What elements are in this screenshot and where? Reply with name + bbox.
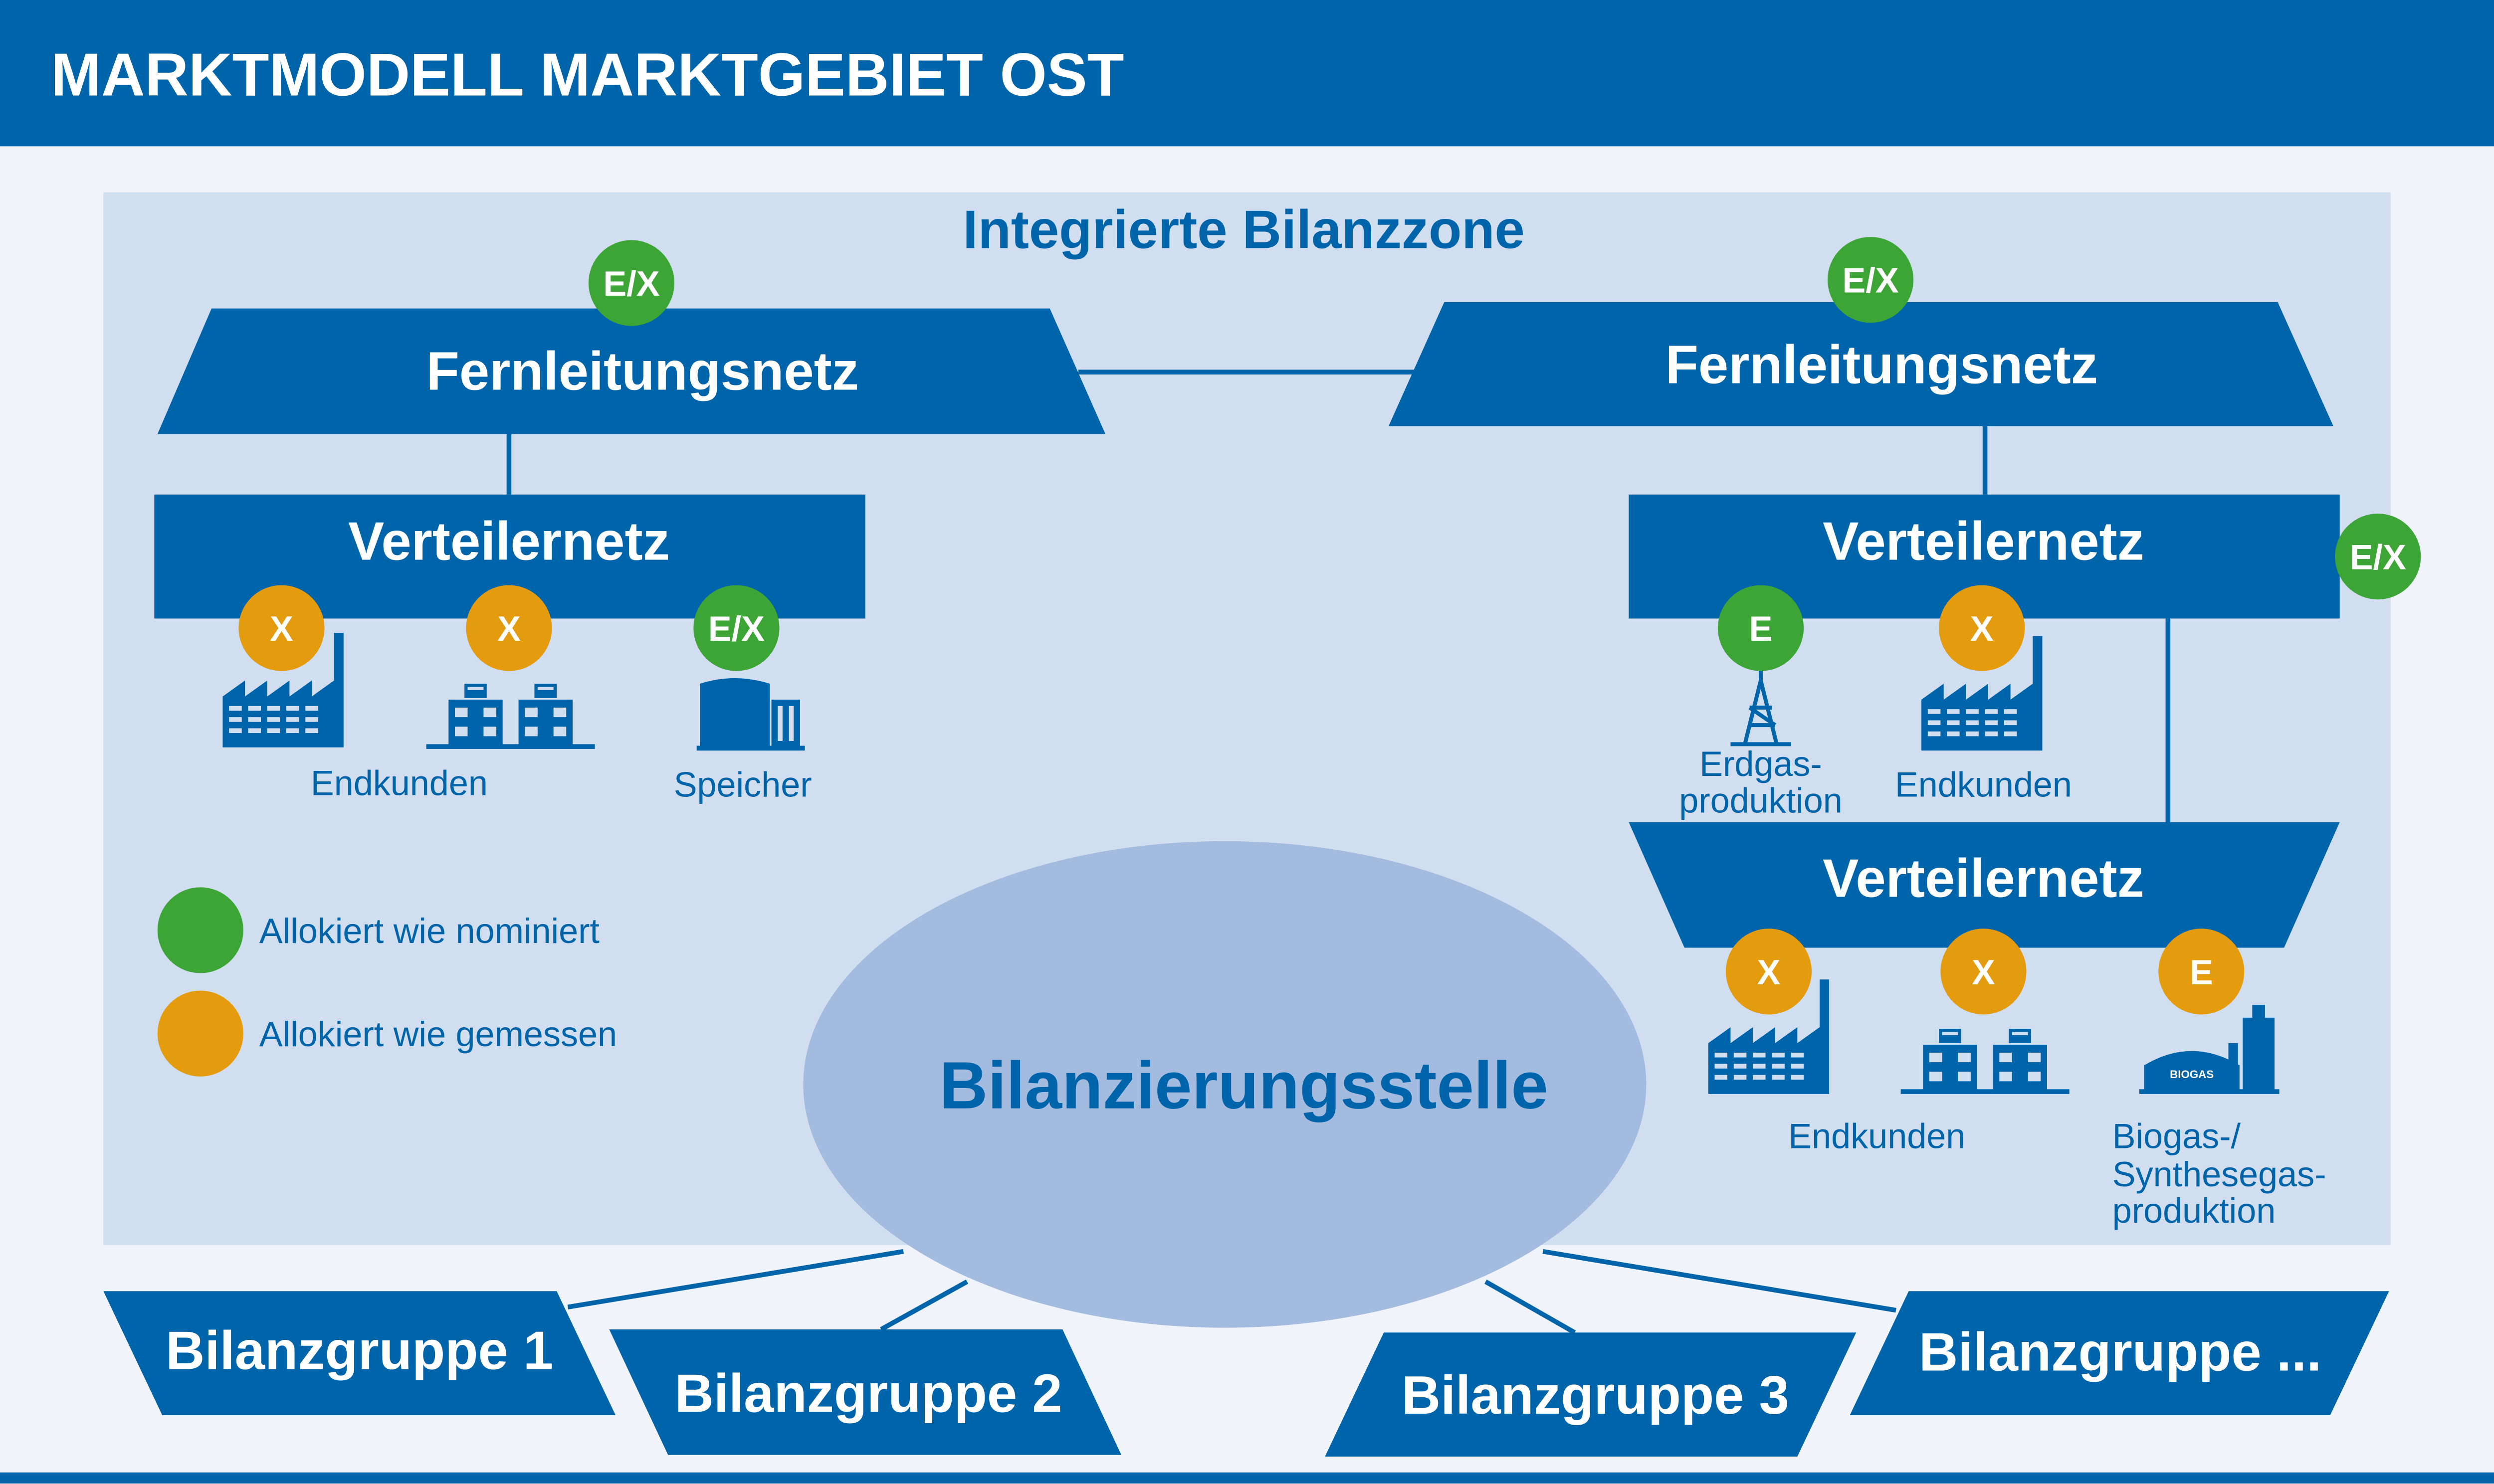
balancing-group-2 [609, 1329, 1122, 1455]
badge-orange-circle [1939, 585, 2025, 671]
gas-production-label-line2: produktion [1679, 780, 1843, 820]
badge-orange-circle [1725, 928, 1812, 1015]
transmission-network-right-label: Fernleitungsnetz [1665, 335, 2098, 395]
storage-label: Speicher [674, 765, 812, 804]
biogas-plant-icon: BIOGAS [2139, 1005, 2280, 1094]
badge-left-end-customers-1: X [270, 609, 293, 648]
badge-orange-circle [238, 585, 325, 671]
badge-left-end-customers-2: X [497, 609, 521, 648]
balancing-group-3-label: Bilanzgruppe 3 [1402, 1365, 1789, 1425]
gas-production-label-line1: Erdgas- [1699, 744, 1822, 783]
balancing-office-label: Bilanzierungsstelle [939, 1049, 1548, 1123]
badge-distribution-right-side: E/X [2350, 538, 2406, 577]
badge-transmission-right: E/X [1842, 261, 1898, 300]
biogas-tank-label: BIOGAS [2170, 1068, 2214, 1081]
balancing-group-1 [103, 1291, 616, 1416]
end-customers-lower-label: Endkunden [1788, 1116, 1965, 1155]
balancing-group-more [1850, 1291, 2389, 1416]
biogas-label-line3: produktion [2112, 1191, 2276, 1230]
distribution-network-lower [1629, 822, 2340, 948]
balancing-group-more-label: Bilanzgruppe ... [1919, 1322, 2321, 1382]
connector-lines [506, 370, 2171, 1335]
badge-orange-circle [1940, 928, 2027, 1015]
footer-bar [0, 1472, 2494, 1484]
legend-orange-swatch [157, 990, 243, 1077]
zone-title: Integrierte Bilanzzone [963, 199, 1524, 259]
end-customers-left-label: Endkunden [311, 763, 488, 802]
end-customers-right-label: Endkunden [1895, 765, 2072, 804]
legend: Allokiert wie nominiert Allokiert wie ge… [157, 887, 617, 1077]
legend-green-swatch [157, 887, 243, 973]
balancing-group-3 [1325, 1332, 1857, 1457]
badge-orange-circle [466, 585, 552, 671]
badge-lower-end-customers-1: X [1757, 952, 1781, 992]
biogas-label-line1: Biogas-/ [2112, 1116, 2241, 1155]
badge-orange-circle [2158, 928, 2245, 1015]
badge-transmission-left: E/X [603, 264, 659, 303]
transmission-network-left [157, 308, 1106, 434]
gas-drilling-rig-icon [1730, 668, 1791, 746]
storage-tank-icon [696, 678, 805, 751]
badge-left-storage: E/X [708, 609, 765, 648]
badge-lower-biogas: E [2190, 952, 2213, 992]
biogas-label-line2: Synthesegas- [2112, 1154, 2326, 1194]
distribution-network-lower-label: Verteilernetz [1823, 848, 2144, 908]
badge-right-end-customers: X [1970, 609, 1994, 648]
legend-label-measured: Allokiert wie gemessen [259, 1014, 617, 1054]
balancing-office-ellipse [803, 841, 1647, 1328]
balancing-group-2-label: Bilanzgruppe 2 [675, 1363, 1062, 1424]
badge-green-circle [2335, 513, 2421, 600]
legend-label-nominated: Allokiert wie nominiert [259, 911, 600, 950]
distribution-network-right-label: Verteilernetz [1823, 511, 2144, 571]
badge-green-circle [1717, 585, 1804, 671]
badge-right-gas-production: E [1749, 609, 1773, 648]
transmission-network-left-label: Fernleitungsnetz [426, 341, 859, 401]
transmission-network-right [1388, 302, 2333, 426]
balancing-group-1-label: Bilanzgruppe 1 [166, 1320, 553, 1381]
distribution-network-left-label: Verteilernetz [348, 511, 670, 571]
badge-green-circle [588, 240, 675, 326]
badge-green-circle [693, 585, 780, 671]
header-bar [0, 0, 2494, 147]
badge-lower-end-customers-2: X [1972, 952, 1995, 992]
page-title: MARKTMODELL MARKTGEBIET OST [51, 40, 1124, 108]
badge-green-circle [1827, 237, 1914, 323]
